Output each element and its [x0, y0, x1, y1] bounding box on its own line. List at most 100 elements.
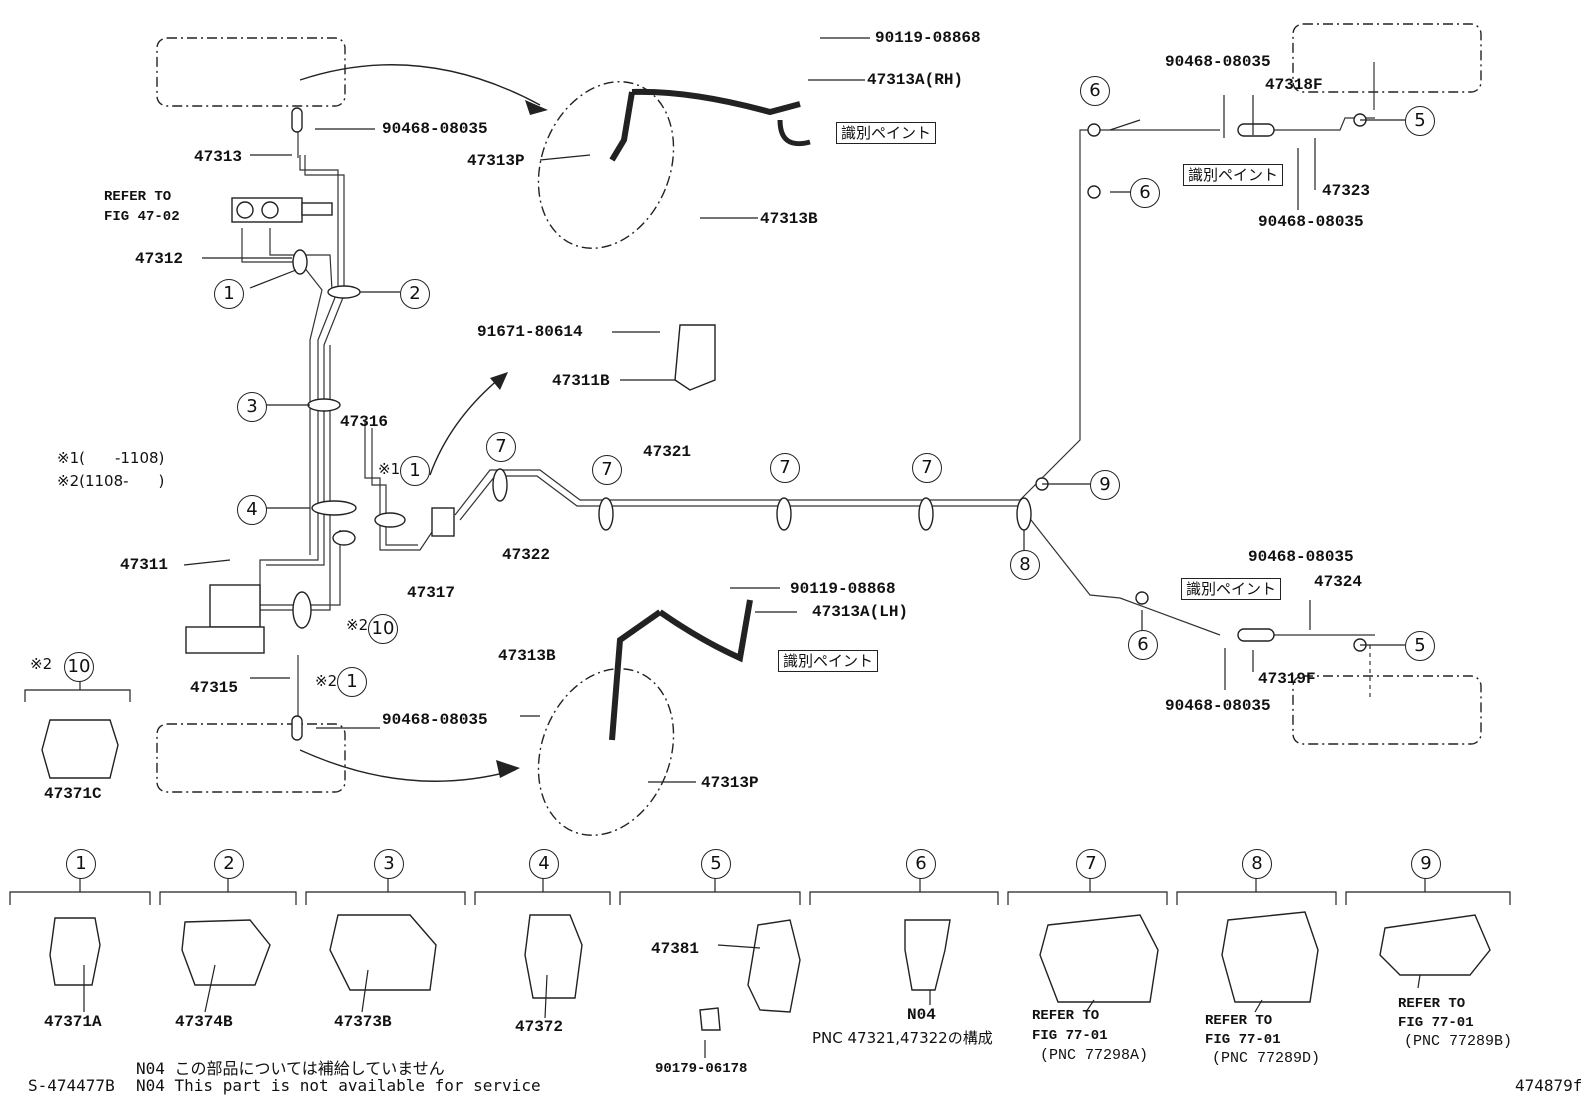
footer-n04-english: N04 This part is not available for servi… [136, 1076, 541, 1095]
callout-6-a: 6 [1080, 76, 1110, 106]
callout-1-a: 1 [214, 279, 244, 309]
refer-fig-47-02-line1: REFER TO [104, 189, 172, 205]
paint-mark-label-lh: 識別ペイント [778, 650, 879, 672]
part-47311: 47311 [120, 556, 169, 574]
drawing-code-right: 474879f [1515, 1076, 1583, 1095]
clamp-1-lower [292, 591, 312, 629]
callout-9: 9 [1090, 470, 1120, 500]
callout-7-d: 7 [912, 453, 942, 483]
legend-7-pnc: (PNC 77298A) [1040, 1047, 1149, 1064]
legend-part-N04: N04 [907, 1006, 936, 1024]
clamp-2 [327, 285, 361, 299]
legend-8-fig: FIG 77-01 [1205, 1032, 1281, 1048]
legend-callout-7: 7 [1076, 849, 1106, 879]
callout-8: 8 [1010, 550, 1040, 580]
part-90468-right-lower: 90468-08035 [1248, 548, 1354, 566]
clamp-1-upper [292, 249, 308, 275]
footer-n04-japanese: N04 この部品については補給していません [136, 1059, 445, 1078]
mark-note-2-a: ※2 [346, 616, 369, 634]
part-47315: 47315 [190, 679, 239, 697]
part-47313A-lh: 47313A(LH) [812, 603, 909, 621]
legend-callout-9: 9 [1411, 849, 1441, 879]
top-right-detail-box [1292, 23, 1482, 93]
part-90468-rear: 90468-08035 [382, 711, 488, 729]
part-47324: 47324 [1314, 573, 1363, 591]
legend-part-47372: 47372 [515, 1018, 564, 1036]
legend-part-47381: 47381 [651, 940, 700, 958]
clamp-4 [311, 500, 357, 516]
callout-1-b: 1 [400, 456, 430, 486]
legend-8-refer: REFER TO [1205, 1013, 1273, 1029]
arrow-to-bracket [429, 377, 501, 476]
part-47318F: 47318F [1265, 76, 1323, 94]
legend-9-fig: FIG 77-01 [1398, 1015, 1474, 1031]
legend-callout-2: 2 [214, 849, 244, 879]
paint-mark-label-right-bottom: 識別ペイント [1181, 578, 1282, 600]
bottom-right-detail-box [1292, 675, 1482, 745]
part-47319F: 47319F [1258, 670, 1316, 688]
clamp-3 [307, 398, 341, 412]
callout-10: 10 [368, 614, 398, 644]
lh-wheel-outline [537, 668, 675, 836]
legend-callout-1: 1 [66, 849, 96, 879]
callout-1-c: 1 [337, 667, 367, 697]
callout-10-left: 10 [64, 652, 94, 682]
paint-mark-label-right-top: 識別ペイント [1183, 164, 1284, 186]
refer-fig-47-02-line2: FIG 47-02 [104, 209, 180, 225]
legend-9-refer: REFER TO [1398, 996, 1466, 1012]
part-90468-right-top: 90468-08035 [1165, 53, 1271, 71]
legend-callout-6: 6 [906, 849, 936, 879]
legend-callout-5: 5 [701, 849, 731, 879]
callout-7-c: 7 [770, 453, 800, 483]
arrow-to-rh [299, 64, 541, 106]
part-47317: 47317 [407, 584, 456, 602]
callout-6-b: 6 [1130, 178, 1160, 208]
part-91671-80614: 91671-80614 [477, 323, 583, 341]
legend-N04-note: PNC 47321,47322の構成 [812, 1029, 993, 1047]
bolt-90179-sketch [699, 1007, 721, 1031]
legend-callout-8: 8 [1242, 849, 1272, 879]
part-47313P-rh: 47313P [467, 152, 525, 170]
clamp-47371A-sketch [49, 917, 101, 986]
part-90468-right-mid: 90468-08035 [1258, 213, 1364, 231]
part-47321: 47321 [643, 443, 692, 461]
part-90468-right-bottom: 90468-08035 [1165, 697, 1271, 715]
paint-mark-label-rh: 識別ペイント [836, 122, 937, 144]
legend-part-47373B: 47373B [334, 1013, 392, 1031]
clip-N04-sketch [904, 919, 951, 991]
callout-5-a: 5 [1405, 106, 1435, 136]
clamp-47373B-sketch [329, 914, 437, 991]
clamp-9-sketch [1379, 914, 1491, 976]
callout-6-c: 6 [1128, 630, 1158, 660]
callout-4: 4 [237, 495, 267, 525]
part-47313B-rh: 47313B [760, 210, 818, 228]
part-47313: 47313 [194, 148, 243, 166]
part-90119-08868-lh: 90119-08868 [790, 580, 896, 598]
part-90468-front: 90468-08035 [382, 120, 488, 138]
callout-7-b: 7 [592, 455, 622, 485]
part-47371C: 47371C [44, 785, 102, 803]
bracket-47381-sketch [747, 919, 801, 1013]
mark-note-2-b: ※2 [315, 672, 338, 690]
clamp-47371C-sketch [41, 719, 119, 779]
legend-part-47371A: 47371A [44, 1013, 102, 1031]
part-47316: 47316 [340, 413, 389, 431]
legend-8-pnc: (PNC 77289D) [1212, 1050, 1321, 1067]
clamp-7-sketch [1039, 914, 1159, 1003]
callout-3: 3 [237, 392, 267, 422]
rh-wheel-outline [537, 81, 675, 249]
legend-9-pnc: (PNC 77289B) [1404, 1033, 1513, 1050]
mark-note-1: ※1 [378, 460, 401, 478]
rear-detail-box [156, 723, 346, 793]
mark-note-2-c: ※2 [30, 655, 53, 673]
part-47313P-lh: 47313P [701, 774, 759, 792]
legend-part-90179-06178: 90179-06178 [655, 1061, 748, 1077]
drawing-code-left: S-474477B [28, 1076, 115, 1095]
arrow-to-lh [299, 749, 516, 782]
legend-callout-4: 4 [529, 849, 559, 879]
front-detail-box [156, 37, 346, 107]
callout-5-b: 5 [1405, 631, 1435, 661]
part-47323: 47323 [1322, 182, 1371, 200]
note-2-range: ※2(1108- ) [57, 472, 165, 490]
